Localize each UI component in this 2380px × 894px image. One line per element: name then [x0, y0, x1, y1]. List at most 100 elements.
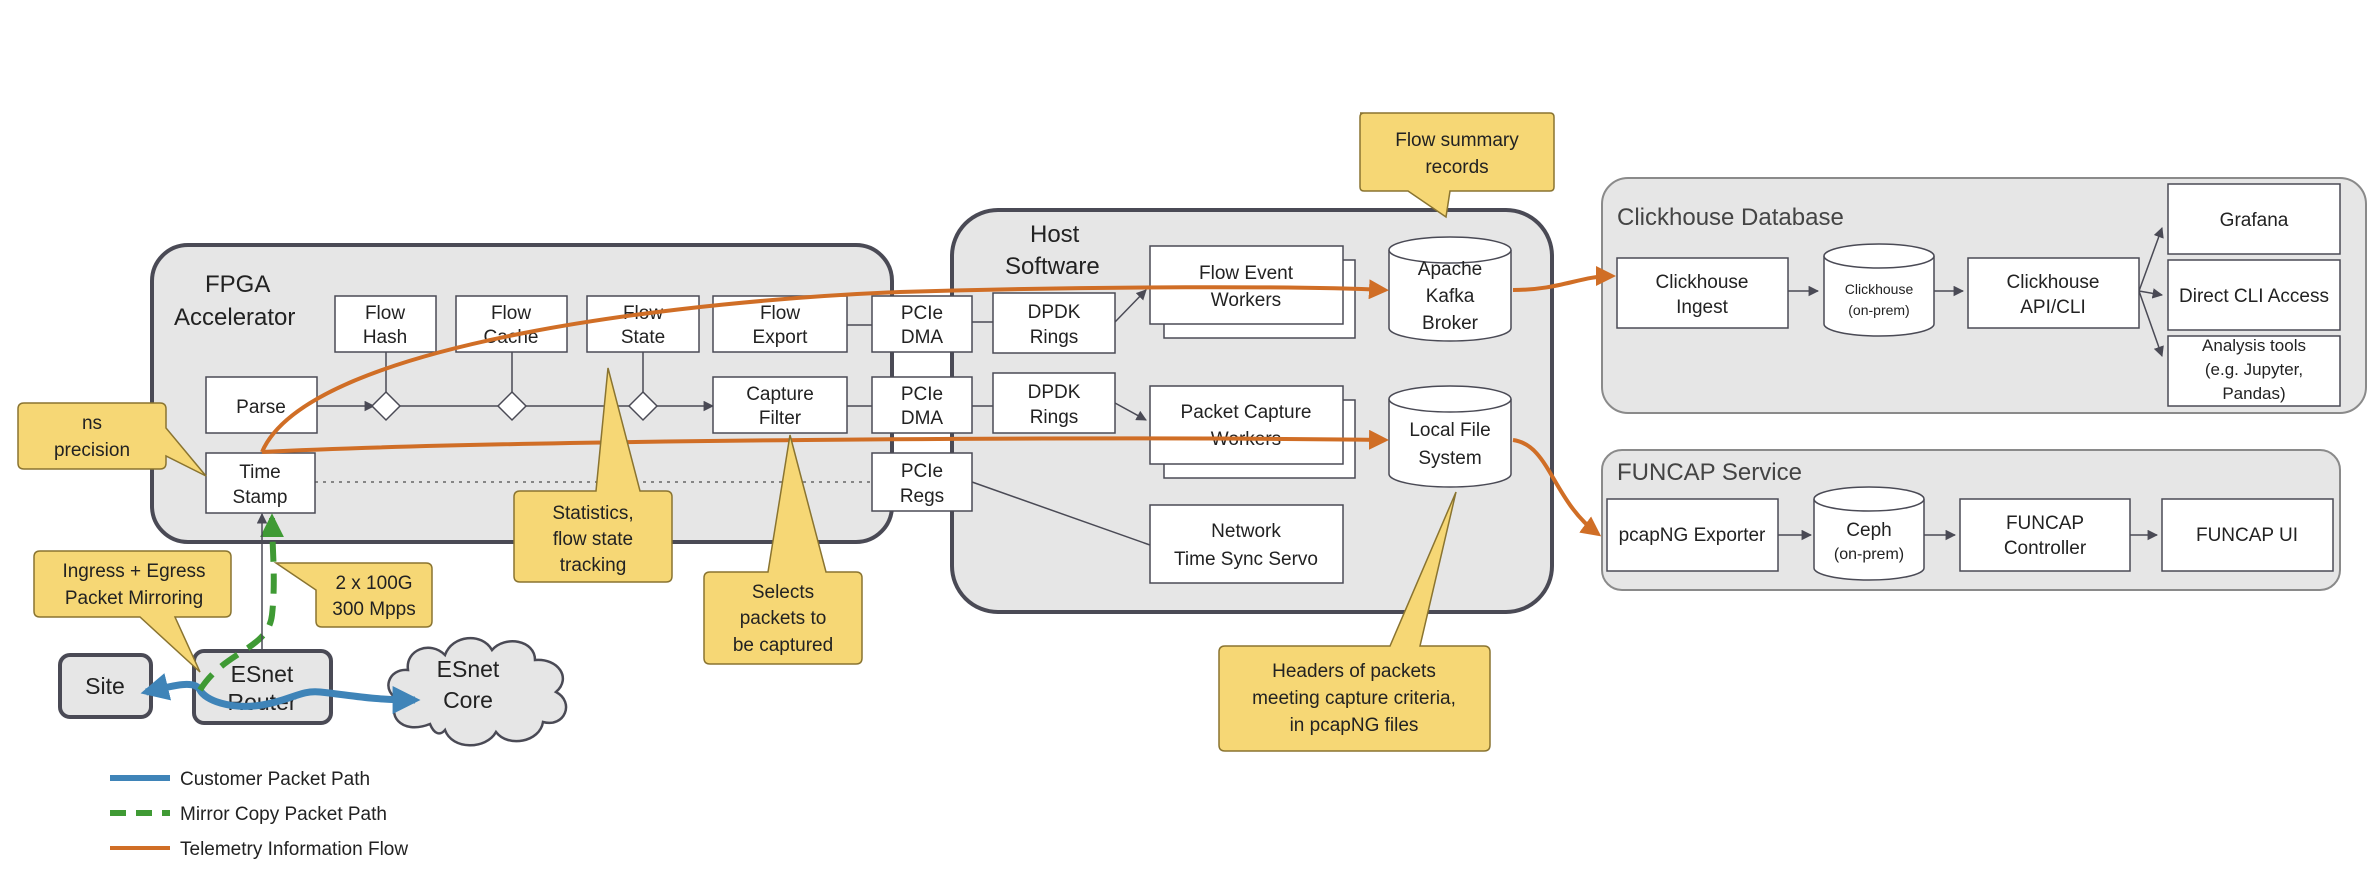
svg-text:DPDK: DPDK	[1028, 382, 1081, 403]
svg-text:meeting capture criteria,: meeting capture criteria,	[1252, 688, 1456, 709]
svg-text:Clickhouse: Clickhouse	[1656, 272, 1749, 293]
svg-text:Core: Core	[443, 687, 493, 713]
diamond-state	[627, 390, 659, 422]
host-title-line1: Host	[1030, 221, 1080, 248]
svg-text:Stamp: Stamp	[233, 487, 288, 508]
svg-text:Grafana: Grafana	[2220, 210, 2289, 231]
svg-text:Export: Export	[753, 327, 809, 348]
ch-connectors	[1788, 227, 2164, 357]
svg-text:Statistics,: Statistics,	[552, 503, 633, 524]
svg-text:records: records	[1425, 157, 1488, 178]
svg-text:Selects: Selects	[752, 582, 814, 603]
pcie-dma-block-2: PCIe DMA	[871, 376, 973, 434]
svg-text:ESnet: ESnet	[437, 656, 500, 682]
svg-text:System: System	[1418, 448, 1481, 469]
svg-text:PCIe: PCIe	[901, 461, 943, 482]
svg-text:Workers: Workers	[1211, 290, 1281, 311]
fpga-decision-diamonds	[370, 390, 659, 422]
callout-statistics: Statistics, flow state tracking	[513, 367, 673, 583]
flow-state-block: Flow State	[586, 295, 700, 353]
network-time-sync-block: Network Time Sync Servo	[1149, 504, 1344, 584]
svg-text:Flow: Flow	[491, 303, 531, 324]
parse-block: Parse	[205, 376, 318, 434]
svg-text:Headers of packets: Headers of packets	[1272, 661, 1436, 682]
telemetry-fs-to-funcap	[1512, 438, 1602, 537]
svg-text:Rings: Rings	[1030, 327, 1079, 348]
svg-text:Ingest: Ingest	[1676, 297, 1728, 318]
telemetry-to-local-fs	[261, 429, 1389, 454]
svg-text:Apache: Apache	[1418, 259, 1482, 280]
svg-text:Ingress + Egress: Ingress + Egress	[62, 561, 205, 582]
pcapng-exporter-block: pcapNG Exporter	[1606, 498, 1779, 572]
telemetry-to-kafka	[260, 279, 1389, 453]
svg-text:Kafka: Kafka	[1426, 286, 1475, 307]
callout-selects: Selects packets to be captured	[703, 434, 863, 665]
svg-text:be captured: be captured	[733, 635, 833, 656]
svg-text:(on-prem): (on-prem)	[1834, 546, 1904, 563]
local-file-system-cylinder: Local File System	[1388, 385, 1512, 488]
packet-capture-workers-block: Packet Capture Workers	[1149, 385, 1356, 479]
grafana-block: Grafana	[2167, 183, 2341, 255]
svg-text:PCIe: PCIe	[901, 303, 943, 324]
svg-text:Flow Event: Flow Event	[1199, 263, 1294, 284]
svg-text:ns: ns	[82, 413, 102, 434]
svg-text:DMA: DMA	[901, 327, 944, 348]
pcie-regs-block: PCIe Regs	[871, 452, 973, 512]
callout-bandwidth: 2 x 100G 300 Mpps	[273, 562, 433, 628]
svg-text:Packet Capture: Packet Capture	[1181, 402, 1312, 423]
svg-text:pcapNG Exporter: pcapNG Exporter	[1619, 525, 1766, 546]
svg-text:300 Mpps: 300 Mpps	[332, 599, 415, 620]
svg-text:Packet Mirroring: Packet Mirroring	[65, 588, 203, 609]
svg-text:(e.g. Jupyter,: (e.g. Jupyter,	[2205, 360, 2303, 379]
svg-text:DMA: DMA	[901, 408, 944, 429]
clickhouse-onprem-cylinder: Clickhouse (on-prem)	[1823, 243, 1935, 337]
svg-text:Clickhouse: Clickhouse	[2007, 272, 2100, 293]
svg-text:PCIe: PCIe	[901, 384, 943, 405]
fpga-title-line2: Accelerator	[174, 304, 295, 331]
svg-text:State: State	[621, 327, 665, 348]
funcap-controller-block: FUNCAP Controller	[1959, 498, 2131, 572]
customer-packet-path	[140, 673, 421, 714]
svg-text:Flow: Flow	[365, 303, 405, 324]
svg-text:Site: Site	[85, 673, 125, 699]
diamond-cache	[496, 390, 528, 422]
flow-event-workers-block: Flow Event Workers	[1149, 245, 1356, 339]
site-node: Site	[58, 653, 153, 719]
clickhouse-ingest-block: Clickhouse Ingest	[1616, 257, 1789, 329]
svg-text:Direct CLI Access: Direct CLI Access	[2179, 286, 2329, 307]
clickhouse-title: Clickhouse Database	[1617, 204, 1844, 231]
svg-text:tracking: tracking	[560, 555, 627, 576]
svg-text:Flow: Flow	[760, 303, 800, 324]
dpdk-rings-block-1: DPDK Rings	[992, 292, 1116, 354]
ceph-cylinder: Ceph (on-prem)	[1813, 486, 1925, 581]
funcap-ui-block: FUNCAP UI	[2161, 498, 2334, 572]
svg-text:in pcapNG files: in pcapNG files	[1290, 715, 1419, 736]
callout-ns-precision: ns precision	[17, 402, 207, 477]
svg-text:Rings: Rings	[1030, 407, 1079, 428]
legend-telemetry-label: Telemetry Information Flow	[180, 839, 408, 860]
flow-export-block: Flow Export	[712, 295, 848, 353]
telemetry-kafka-to-clickhouse	[1512, 266, 1616, 292]
capture-filter-block: Capture Filter	[712, 376, 848, 434]
legend: Customer Packet Path Mirror Copy Packet …	[110, 769, 408, 860]
svg-text:Local File: Local File	[1409, 420, 1490, 441]
callout-ingress-egress: Ingress + Egress Packet Mirroring	[33, 550, 232, 673]
svg-text:Clickhouse: Clickhouse	[1845, 281, 1914, 297]
svg-text:Analysis tools: Analysis tools	[2202, 336, 2306, 355]
svg-text:Capture: Capture	[746, 384, 814, 405]
svg-text:DPDK: DPDK	[1028, 302, 1081, 323]
svg-text:Broker: Broker	[1422, 313, 1479, 334]
svg-text:Flow summary: Flow summary	[1395, 130, 1519, 151]
svg-text:2 x 100G: 2 x 100G	[335, 573, 412, 594]
direct-cli-block: Direct CLI Access	[2167, 259, 2341, 331]
svg-text:Time Sync Servo: Time Sync Servo	[1174, 549, 1318, 570]
time-stamp-block: Time Stamp	[205, 452, 316, 514]
fpga-connectors	[315, 289, 1151, 546]
host-title-line2: Software	[1005, 253, 1100, 280]
svg-text:Time: Time	[239, 462, 281, 483]
svg-text:Hash: Hash	[363, 327, 407, 348]
callout-flow-summary: Flow summary records	[1359, 112, 1555, 219]
svg-text:Controller: Controller	[2004, 538, 2087, 559]
svg-text:Regs: Regs	[900, 486, 944, 507]
